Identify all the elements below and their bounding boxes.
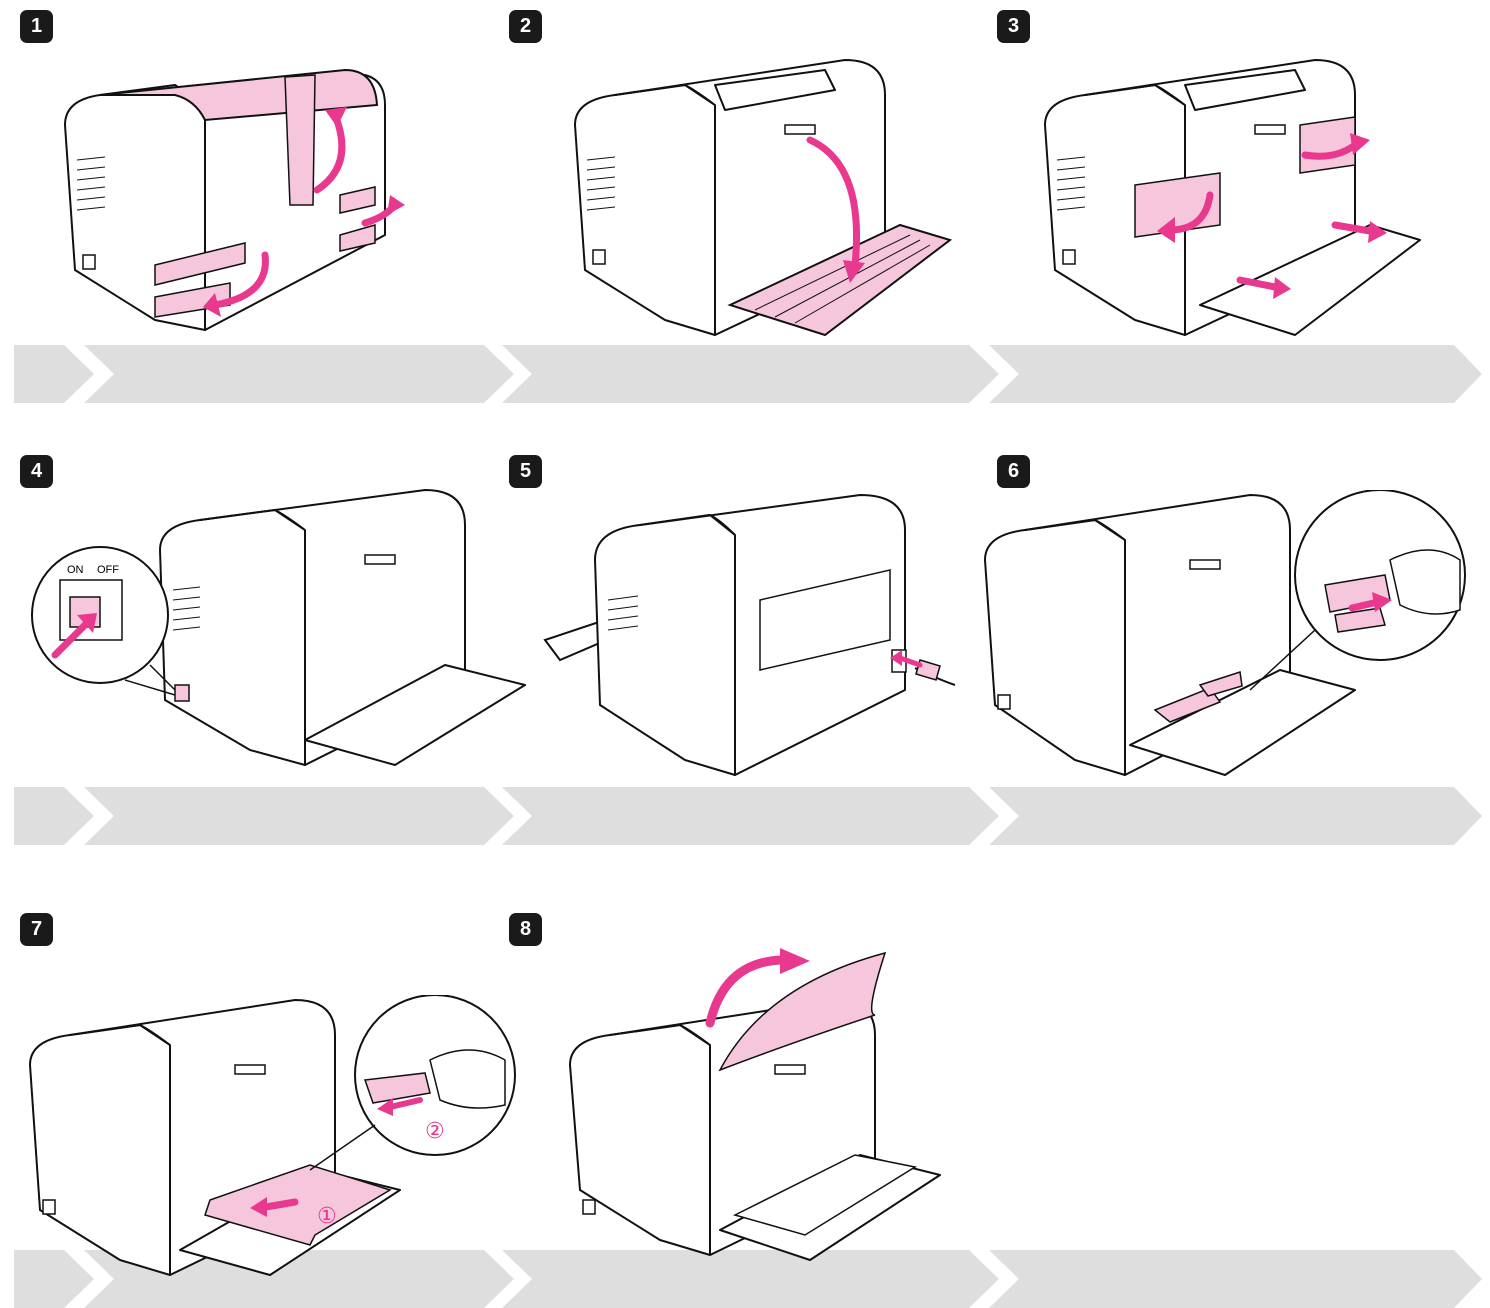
step-8-number: 8 [509,913,542,946]
step-5-power-cord-illustration [543,494,956,776]
step-2-number: 2 [509,10,542,43]
step-7-load-paper-illustration: ① ② [29,995,516,1276]
step-3-remove-inner-tape-illustration [1044,59,1421,336]
step-6-number: 6 [997,455,1030,488]
step-5-number: 5 [509,455,542,488]
step-band-row-2 [14,787,1482,845]
step-7-callout-2: ② [425,1119,445,1144]
step-1-remove-tape-illustration [64,68,405,331]
step-band-row-1 [14,345,1482,403]
step-6-paper-guide-illustration [984,490,1466,776]
step-4-power-switch-illustration: ON OFF [31,489,526,766]
step-3-number: 3 [997,10,1030,43]
step-7-callout-1: ① [317,1204,337,1229]
step-7-number: 7 [20,913,53,946]
switch-off-label: OFF [97,564,119,576]
step-8-output-paper-illustration [569,948,941,1261]
step-2-open-tray-illustration [574,59,953,337]
step-4-number: 4 [20,455,53,488]
switch-on-label: ON [67,564,84,576]
step-1-number: 1 [20,10,53,43]
